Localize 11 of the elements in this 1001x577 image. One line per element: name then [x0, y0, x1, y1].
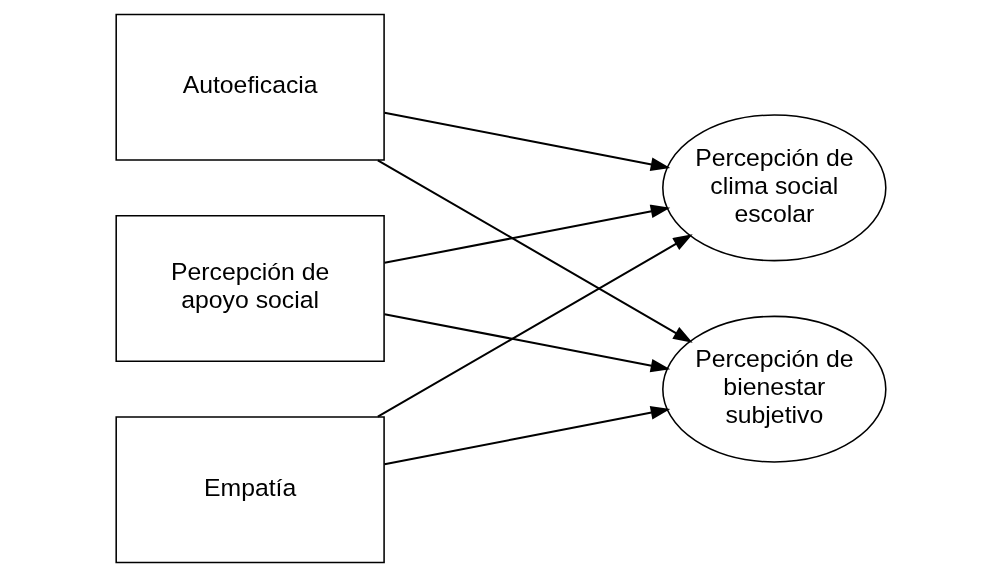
arrow [376, 159, 693, 343]
node-box: Autoeficacia [114, 13, 385, 161]
node-ellipse: Percepción de bienestar subjetivo [661, 315, 887, 463]
arrow [383, 111, 670, 172]
node-ellipse: Percepción de clima social escolar [661, 114, 887, 262]
node-box: Percepción de apoyo social [114, 214, 385, 363]
arrow [383, 313, 670, 373]
node-box: Empatía [114, 416, 385, 564]
arrow [376, 234, 693, 418]
arrow [383, 405, 670, 466]
arrow [383, 204, 670, 264]
